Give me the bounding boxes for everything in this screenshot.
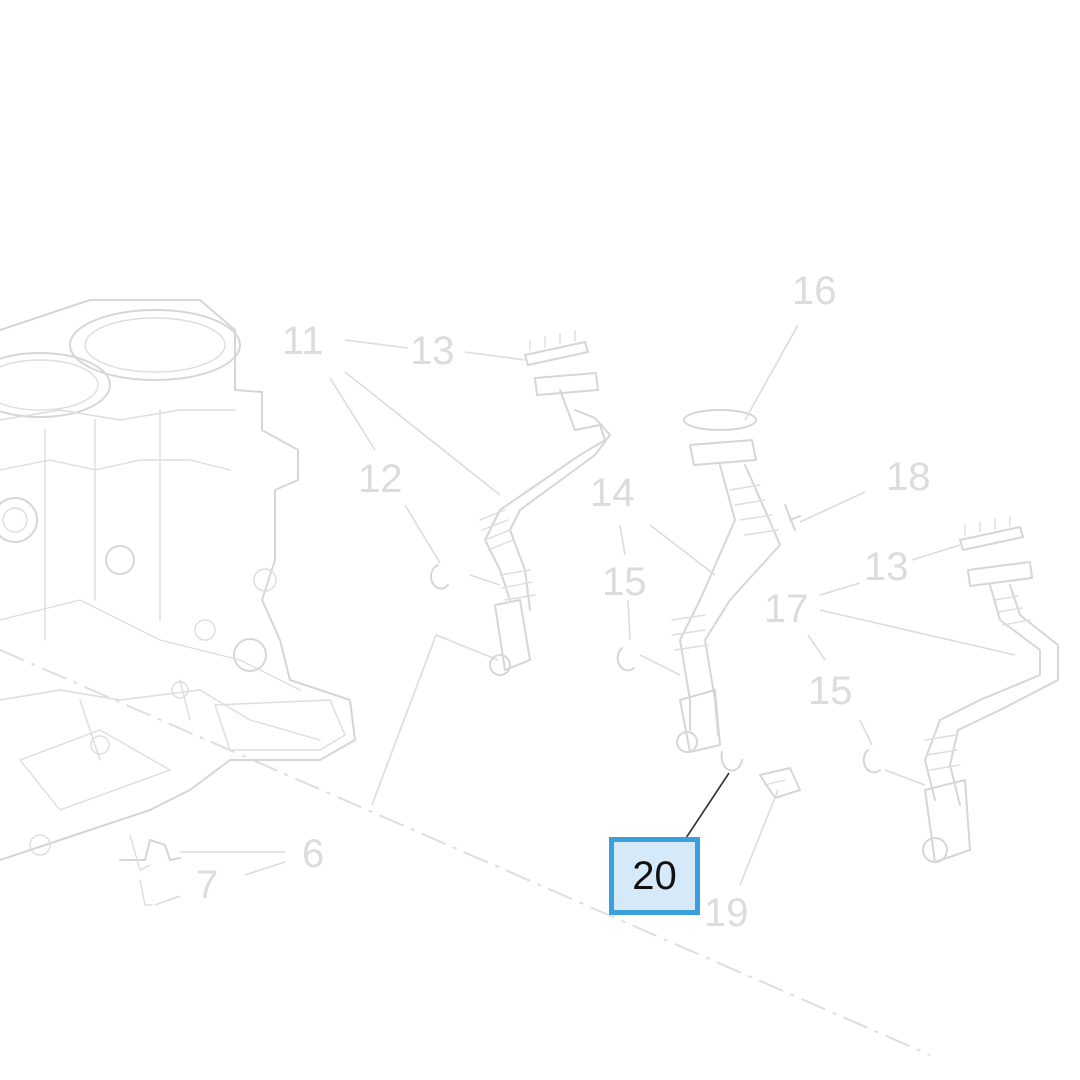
callout-12: 12	[358, 457, 403, 501]
engine-block	[0, 299, 356, 861]
center-line	[0, 649, 931, 1056]
highlighted-callout-label: 20	[632, 853, 677, 898]
leader-lines	[329, 324, 1016, 886]
callout-16: 16	[792, 269, 837, 313]
callout-6: 6	[302, 832, 324, 876]
callout-13: 13	[864, 545, 909, 589]
callout-18: 18	[886, 455, 931, 499]
part-6-7-bracket	[119, 834, 286, 906]
oil-line-11	[430, 330, 611, 676]
assembly-leader	[371, 633, 499, 806]
callout-14: 14	[590, 471, 635, 515]
callout-15: 15	[808, 669, 853, 713]
callout-11: 11	[282, 319, 324, 363]
oil-line-17	[862, 515, 1059, 863]
oil-line-14	[616, 409, 801, 799]
callout-15: 15	[602, 560, 647, 604]
callout-20-leader	[685, 772, 730, 839]
callout-19: 19	[704, 891, 749, 935]
highlighted-callout-20[interactable]: 20	[609, 837, 700, 915]
callout-7: 7	[196, 863, 218, 907]
callout-17: 17	[764, 587, 809, 631]
callout-13: 13	[410, 329, 455, 373]
